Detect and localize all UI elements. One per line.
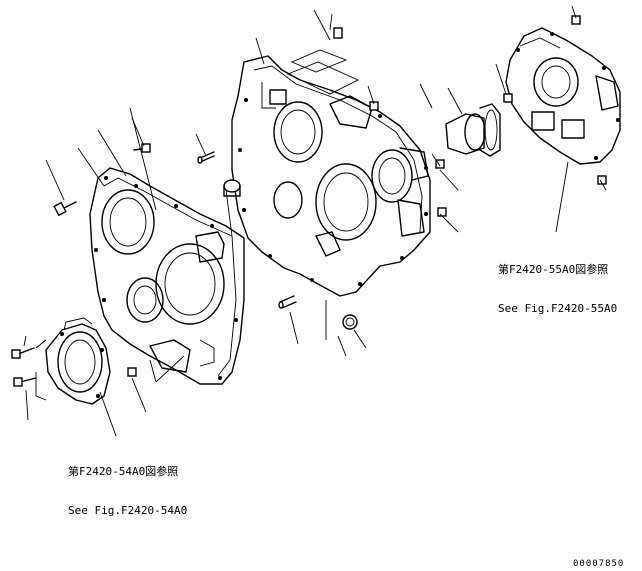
drive-shaft-flange	[445, 103, 501, 157]
reference-note-right-en: See Fig.F2420-55A0	[498, 302, 618, 315]
dowel-pin-lower	[278, 295, 297, 309]
center-gear-housing	[231, 55, 431, 297]
reference-note-left-en: See Fig.F2420-54A0	[68, 504, 188, 517]
bolt-top-center	[333, 27, 343, 39]
front-cover-housing	[89, 167, 245, 385]
bolts-lower-left	[11, 347, 137, 387]
reference-note-right: 第F2420-55A0図参照 See Fig.F2420-55A0	[498, 237, 617, 328]
bolt-left-mid	[133, 143, 151, 153]
reference-note-left: 第F2420-54A0図参照 See Fig.F2420-54A0	[68, 439, 187, 530]
bolt-left-top	[53, 201, 77, 217]
plug-lower	[342, 314, 358, 330]
bolts-right	[435, 15, 607, 217]
document-id: 00007850	[573, 559, 625, 569]
plug-center	[223, 179, 241, 197]
reference-note-right-jp: 第F2420-55A0図参照	[498, 263, 609, 276]
right-housing	[505, 27, 621, 165]
leader-lines	[23, 5, 607, 437]
reference-note-left-jp: 第F2420-54A0図参照	[68, 465, 179, 478]
dowel-pin-upper	[197, 151, 215, 164]
gasket-plate	[286, 49, 360, 95]
oil-seal-flange	[45, 317, 111, 405]
bolt-center-upper	[369, 101, 379, 111]
